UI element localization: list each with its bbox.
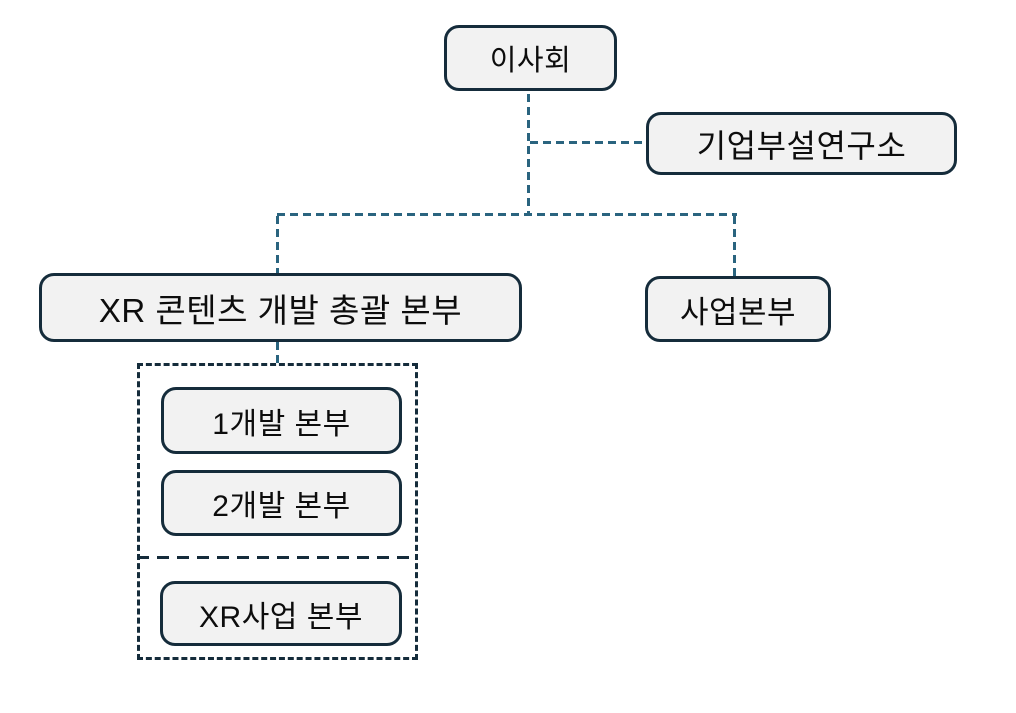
node-xr-business-hq: XR사업 본부 (160, 581, 402, 646)
node-dev2-hq: 2개발 본부 (161, 470, 402, 536)
connector-board-to-research (530, 141, 646, 144)
dev-group-container (137, 363, 418, 660)
connector-to-business-hq (733, 216, 736, 276)
node-dev1-hq: 1개발 본부 (161, 387, 402, 454)
connector-board-down (527, 94, 530, 215)
node-business-hq: 사업본부 (645, 276, 831, 342)
node-board-of-directors: 이사회 (444, 25, 617, 91)
dev-group-divider (137, 556, 418, 559)
connector-xr-hq-to-group (276, 342, 279, 363)
connector-to-xr-hq (276, 216, 279, 273)
node-xr-content-dev-hq: XR 콘텐츠 개발 총괄 본부 (39, 273, 522, 342)
connector-main-horizontal (277, 213, 737, 216)
node-research-institute: 기업부설연구소 (646, 112, 957, 175)
